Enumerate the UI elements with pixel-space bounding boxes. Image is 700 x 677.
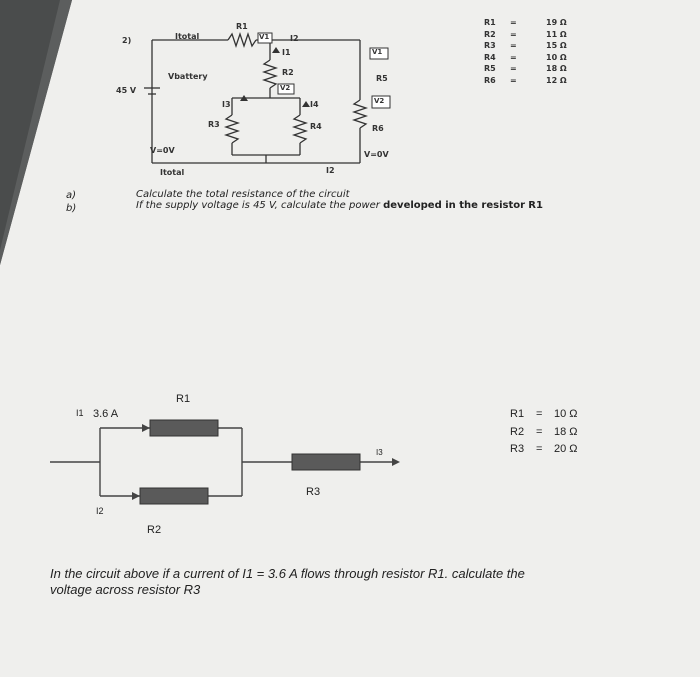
table1-cell-value: 11 Ω: [546, 29, 567, 39]
question-b-prefix: If the supply voltage is 45 V, calculate…: [136, 200, 384, 211]
table1-cell-value: 19 Ω: [546, 18, 567, 27]
label-v0-right: V=0V: [364, 150, 389, 159]
question-b-text: If the supply voltage is 45 V, calculate…: [136, 200, 543, 211]
p2-label-r2: R2: [147, 524, 162, 536]
label-i4: I4: [310, 100, 319, 109]
p2-label-i1: I1: [76, 408, 84, 418]
problem-number: 2): [122, 36, 132, 45]
table1-cell-eq: =: [510, 75, 517, 85]
label-v-battery: Vbattery: [168, 72, 208, 81]
label-r4: R4: [310, 122, 322, 131]
p2-label-r1: R1: [176, 393, 191, 405]
p2-label-r3: R3: [306, 486, 321, 498]
label-i1: I1: [282, 48, 291, 57]
question-a-text: Calculate the total resistance of the ci…: [136, 189, 350, 200]
table1-cell-value: 15 Ω: [546, 41, 567, 50]
table2-cell-value: 10 Ω: [554, 408, 578, 420]
label-i2-bottom: I2: [326, 166, 335, 175]
table1-cell-eq: =: [510, 64, 517, 73]
question-b-label: b): [66, 203, 77, 214]
label-voltage-source: 45 V: [116, 86, 137, 95]
table1-cell-value: 10 Ω: [546, 52, 567, 62]
table2-cell-eq: =: [536, 425, 543, 438]
p2-label-i2: I2: [96, 506, 104, 516]
table2-cell-eq: =: [536, 408, 543, 420]
table2-cell-name: R2: [510, 425, 525, 438]
question-a-label: a): [66, 190, 77, 201]
label-v2-mid: V2: [280, 84, 291, 92]
table1-cell-name: R6: [484, 75, 496, 85]
table2-cell-name: R1: [510, 408, 525, 420]
table1-cell-name: R2: [484, 29, 496, 39]
p2-question-line1: In the circuit above if a current of I1 …: [50, 566, 525, 581]
table2-cell-value: 18 Ω: [554, 425, 578, 438]
label-i2-top: I2: [290, 34, 299, 43]
question-b-bold: developed in the resistor: [383, 200, 526, 211]
label-i3: I3: [222, 100, 231, 109]
label-r5: R5: [376, 74, 388, 83]
table1-cell-name: R1: [484, 18, 496, 27]
p2-label-i3: I3: [376, 448, 383, 457]
table1-cell-value: 12 Ω: [546, 75, 567, 85]
label-r1: R1: [236, 22, 248, 31]
label-v0-left: V=0V: [150, 146, 175, 155]
table1-cell-eq: =: [510, 41, 517, 50]
label-i-total-top: Itotal: [175, 32, 200, 41]
table1-cell-eq: =: [510, 29, 517, 39]
table1-cell-name: R4: [484, 52, 496, 62]
table2-cell-name: R3: [510, 443, 525, 455]
label-r6: R6: [372, 124, 384, 133]
label-v2-box: V2: [374, 97, 385, 105]
table1-cell-eq: =: [510, 18, 517, 27]
table1-cell-name: R5: [484, 64, 496, 73]
table2-cell-eq: =: [536, 443, 543, 455]
table2-cell-value: 20 Ω: [554, 443, 578, 455]
table1-cell-value: 18 Ω: [546, 64, 567, 73]
table1-cell-eq: =: [510, 52, 517, 62]
question-b-resistor: R1: [528, 200, 543, 211]
label-v1-box: V1: [259, 33, 270, 41]
table1-cell-name: R3: [484, 41, 496, 50]
p2-question-line2: voltage across resistor R3: [50, 582, 201, 597]
p2-label-i1-value: 3.6 A: [93, 408, 119, 420]
label-i-total-bottom: Itotal: [160, 168, 185, 177]
label-r3: R3: [208, 120, 220, 129]
label-v1-right: V1: [372, 48, 383, 56]
label-r2: R2: [282, 68, 294, 77]
